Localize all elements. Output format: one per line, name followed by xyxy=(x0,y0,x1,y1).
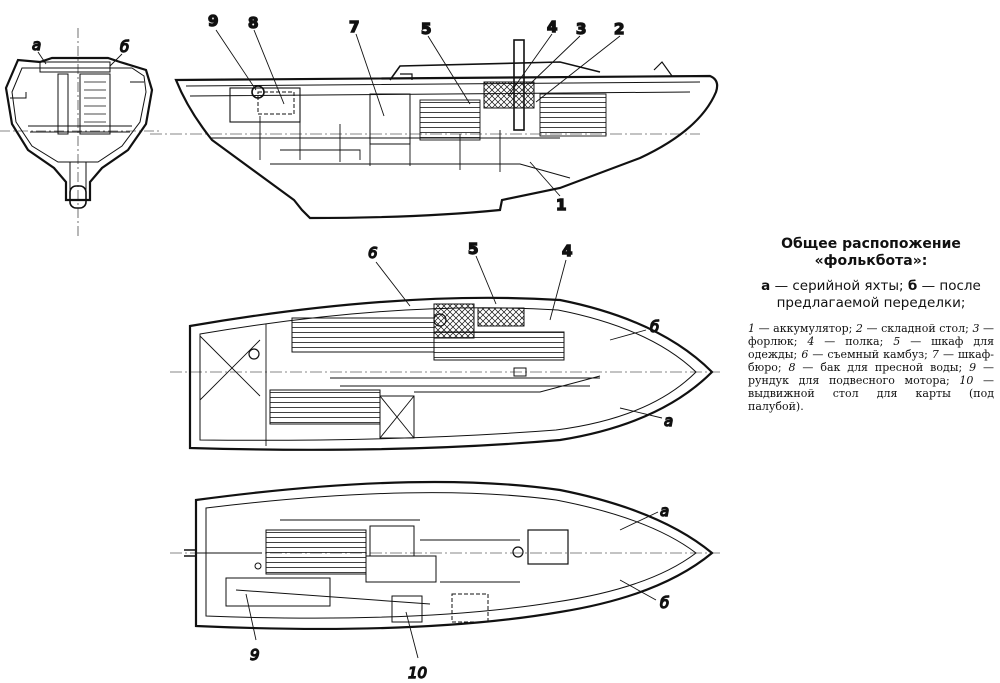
legend-item: 6 — съемный камбуз; xyxy=(801,348,928,361)
legend-item: 9 — рундук для подвесного мотора; xyxy=(748,361,995,387)
label-2-side: 2 xyxy=(614,20,624,38)
legend-item: 10 — выдвижной стол для карты (под палуб… xyxy=(748,374,994,413)
label-9-side: 9 xyxy=(208,12,218,30)
caption-sub-a-text: — серийной яхты; xyxy=(774,278,904,294)
cross-section-view xyxy=(0,28,160,238)
label-a-deck: а xyxy=(660,502,669,520)
interior-plan-view xyxy=(170,296,720,451)
label-7-side: 7 xyxy=(349,18,359,36)
side-leaders xyxy=(215,29,621,197)
caption-sub-line2: предлагаемой переделки; xyxy=(776,295,966,311)
plan-leaders xyxy=(375,255,663,419)
legend-item: 5 — шкаф для одежды; xyxy=(748,335,995,361)
caption-subtitle: а — серийной яхты; б — после предлагаемо… xyxy=(748,278,994,312)
caption-legend: 1 — аккумулятор; 2 — складной стол; 3 — … xyxy=(748,322,994,413)
caption-title-line2: «фолькбота»: xyxy=(814,253,928,269)
label-6-plan: 6 xyxy=(368,244,378,262)
caption-sub-b-letter: б xyxy=(907,278,918,294)
label-5-plan: 5 xyxy=(468,240,478,258)
label-3-side: 3 xyxy=(576,20,586,38)
label-1-side: 1 xyxy=(556,196,566,214)
label-b-section: б xyxy=(120,38,129,56)
legend-item: 2 — складной стол; xyxy=(855,322,969,335)
legend-item: 4 — полка; xyxy=(807,335,884,348)
deck-plan-view xyxy=(170,480,720,631)
side-profile-view xyxy=(150,39,719,220)
label-5-side: 5 xyxy=(421,20,431,38)
label-b-deck: б xyxy=(660,594,669,612)
legend-item: 1 — аккумулятор; xyxy=(748,322,853,335)
label-8-side: 8 xyxy=(248,14,258,32)
figure-caption: Общее распопожение «фолькбота»: а — сери… xyxy=(748,236,994,413)
caption-sub-a-letter: а xyxy=(761,278,771,294)
legend-item: 3 — форлюк; xyxy=(748,322,995,348)
label-10-deck: 10 xyxy=(408,664,427,682)
label-a-plan: а xyxy=(664,412,673,430)
caption-title-line1: Общее распопожение xyxy=(781,236,961,252)
deck-leaders xyxy=(245,511,659,659)
label-9-deck: 9 xyxy=(250,646,260,664)
legend-item: 7 — шкаф-бюро; xyxy=(748,348,994,374)
legend-item: 8 — бак для пресной воды; xyxy=(788,361,963,374)
label-4-side: 4 xyxy=(547,18,557,36)
caption-sub-b-text: — после xyxy=(921,278,981,294)
label-b-plan: б xyxy=(650,318,659,336)
label-a-section: а xyxy=(32,36,41,54)
label-4-plan: 4 xyxy=(562,242,572,260)
